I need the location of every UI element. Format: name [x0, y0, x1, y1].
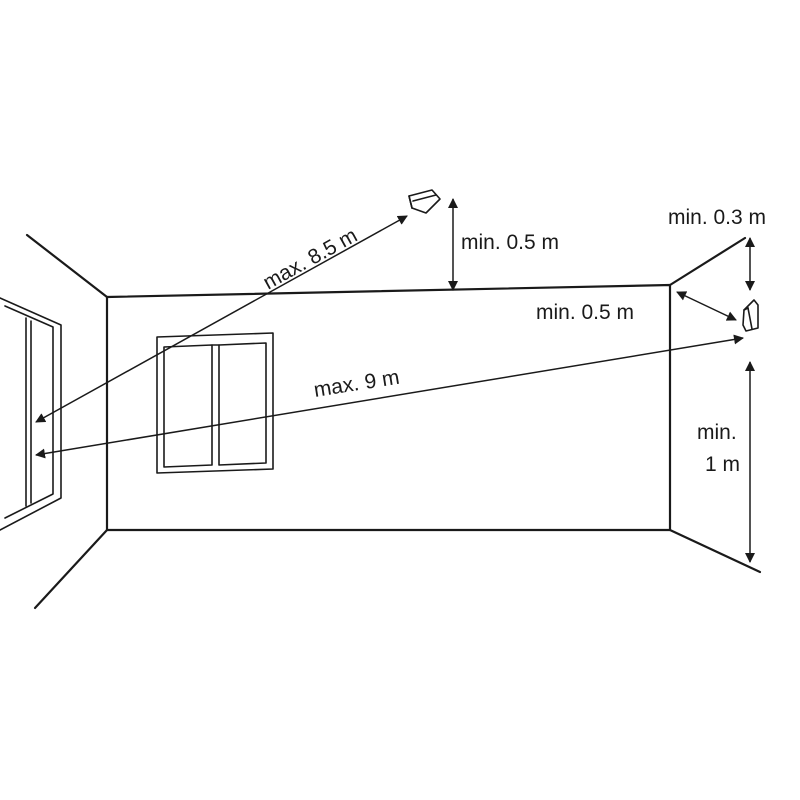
label-diag-long: max. 8.5 m [259, 224, 361, 294]
label-ceiling-gap-side: min. 0.3 m [668, 206, 766, 229]
label-floor-gap-line1: min. [697, 421, 737, 444]
ceiling-sensor-icon [408, 189, 441, 214]
arrow-wall-gap-side [676, 291, 737, 321]
room-outline [25, 233, 762, 610]
left-floor-edge [33, 528, 109, 610]
left-ceiling-edge [25, 233, 109, 299]
dimension-arrows [35, 198, 755, 563]
right-floor-edge [668, 528, 762, 574]
label-floor-gap-line2: 1 m [705, 453, 740, 476]
wall-sensor-icon [742, 299, 759, 332]
labels: max. 8.5 m max. 9 m min. 0.5 m min. 0.3 … [259, 206, 766, 476]
label-wall-gap-side: min. 0.5 m [536, 301, 634, 324]
label-ceiling-gap-back: min. 0.5 m [461, 231, 559, 254]
right-ceiling-edge [668, 236, 747, 287]
window-icon [156, 332, 274, 474]
arrow-horiz-long [35, 334, 744, 459]
